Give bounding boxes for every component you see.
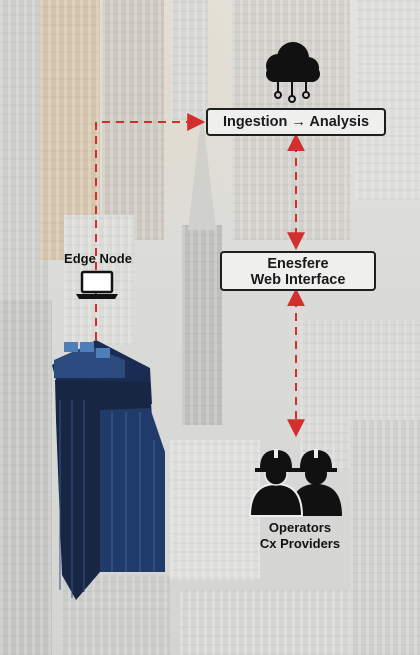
background-building bbox=[350, 420, 420, 655]
operators-line: Operators bbox=[268, 520, 332, 535]
connector-edge-to-ingestion bbox=[95, 113, 206, 340]
web-interface-subtitle: Web Interface bbox=[250, 272, 346, 288]
cloud-network-icon bbox=[266, 42, 320, 103]
web-interface-box: Enesfere Web Interface bbox=[220, 251, 376, 291]
cx-providers-line: Cx Providers bbox=[259, 536, 341, 551]
background-building bbox=[355, 0, 420, 200]
ingestion-analysis-label: Ingestion → Analysis bbox=[222, 114, 370, 130]
hard-hat-workers-icon bbox=[248, 449, 342, 517]
web-interface-title: Enesfere bbox=[267, 256, 329, 272]
highlighted-skyscraper bbox=[52, 340, 165, 600]
background-building bbox=[0, 300, 52, 655]
background-building bbox=[180, 590, 350, 655]
background-building bbox=[182, 225, 222, 425]
background-building bbox=[170, 0, 208, 120]
background-building bbox=[170, 440, 260, 580]
ingestion-analysis-box: Ingestion → Analysis bbox=[206, 108, 386, 136]
edge-node-label: Edge Node bbox=[64, 251, 132, 266]
operators-label: Operators Cx Providers bbox=[238, 520, 362, 552]
laptop-icon bbox=[76, 270, 118, 299]
background-building bbox=[102, 0, 164, 240]
